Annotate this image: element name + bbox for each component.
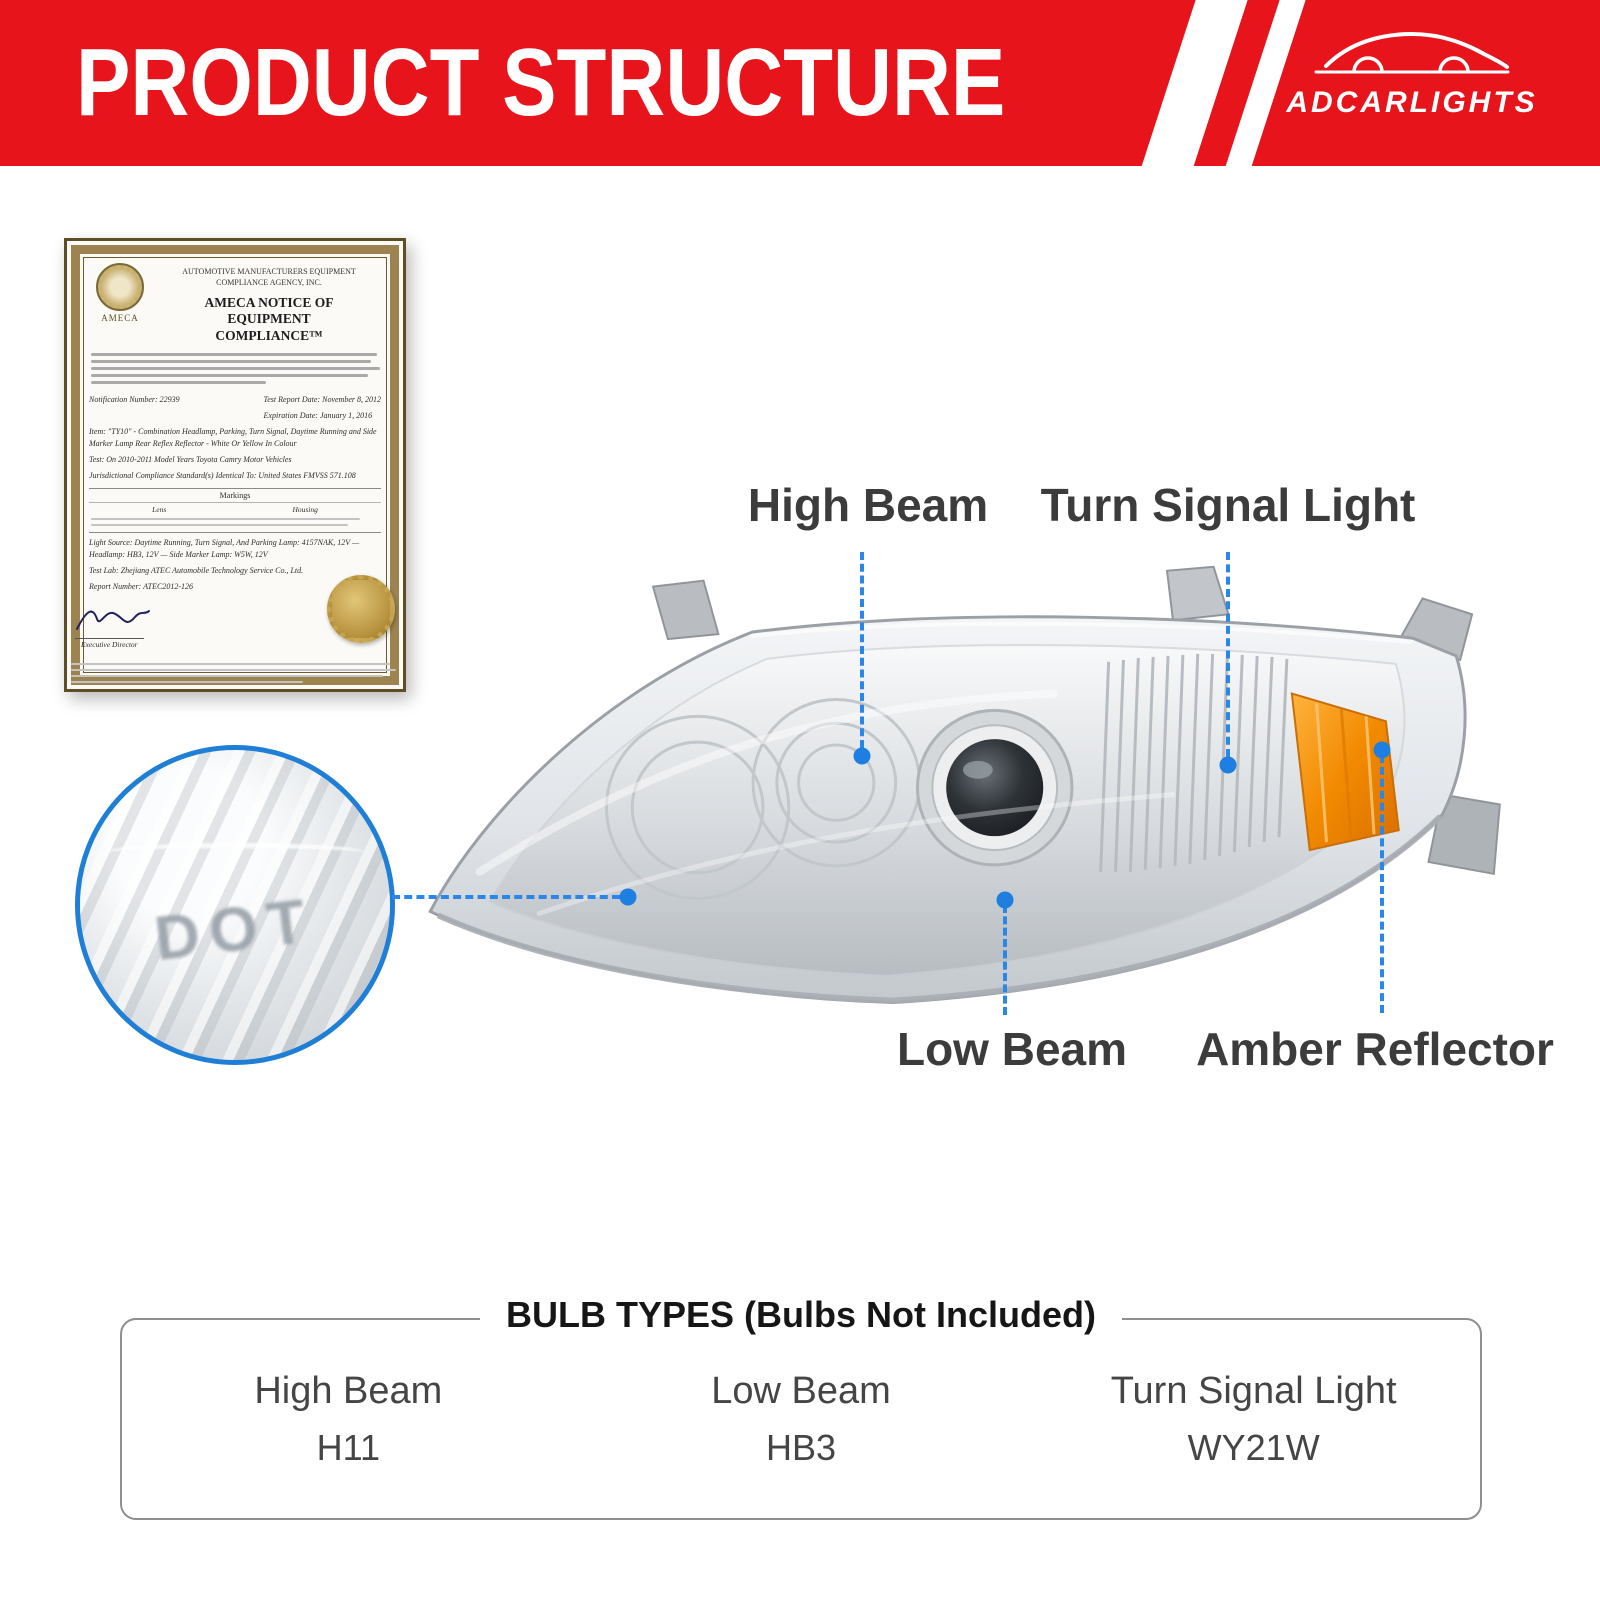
signature bbox=[76, 610, 150, 630]
certificate-test-lab: Test Lab: Zhejiang ATEC Automobile Techn… bbox=[89, 566, 304, 576]
car-logo-icon bbox=[1314, 31, 1510, 74]
zoom-leader-line bbox=[392, 895, 620, 899]
bulb-types-table: BULB TYPES (Bulbs Not Included) High Bea… bbox=[120, 1294, 1482, 1520]
callout-amber-reflector: Amber Reflector bbox=[1196, 1023, 1554, 1075]
low-beam-leader-line bbox=[1003, 905, 1007, 1015]
turn-signal-striations bbox=[1099, 653, 1289, 872]
certificate-item: Item: "TY10" - Combination Headlamp, Par… bbox=[89, 427, 377, 449]
callout-high-beam: High Beam bbox=[747, 479, 989, 531]
amber-reflector-leader-line bbox=[1380, 755, 1384, 1013]
callout-turn-signal: Turn Signal Light bbox=[1040, 479, 1416, 531]
headlight-image bbox=[428, 565, 1501, 1005]
bulb-col-low-beam: Low Beam HB3 bbox=[575, 1370, 1028, 1469]
low-beam-dot bbox=[996, 891, 1014, 909]
certificate-fields: Notification Number: 22939 Test Report D… bbox=[89, 390, 381, 422]
bulb-col-high-beam: High Beam H11 bbox=[122, 1370, 575, 1469]
markings-lens: Lens bbox=[152, 505, 167, 515]
bulb-value: H11 bbox=[316, 1426, 381, 1468]
zoom-leader-dot bbox=[619, 888, 637, 906]
markings-header: Markings bbox=[219, 491, 251, 501]
certificate-title: AMECA NOTICE OF EQUIPMENT COMPLIANCE™ bbox=[204, 294, 334, 344]
markings-housing: Housing bbox=[292, 505, 318, 515]
compliance-certificate: AMECA AUTOMOTIVE MANUFACTURERS EQUIPMENT… bbox=[64, 238, 406, 692]
lens-highlights bbox=[475, 621, 1413, 916]
turn-signal-dot bbox=[1219, 756, 1237, 774]
signature-title: Executive Director bbox=[75, 638, 144, 649]
lens-bottom-trim bbox=[436, 814, 1443, 1004]
high-beam-reflector bbox=[604, 698, 921, 901]
certificate-report-date: Test Report Date: November 8, 2012 bbox=[263, 395, 381, 405]
page-title: PRODUCT STRUCTURE bbox=[76, 29, 1006, 136]
header-band: PRODUCT STRUCTURE ADCARLIGHTS bbox=[0, 0, 1600, 185]
certificate-footnote bbox=[69, 659, 401, 687]
amber-reflector-dot bbox=[1373, 741, 1391, 759]
bulb-table-title: BULB TYPES (Bulbs Not Included) bbox=[480, 1294, 1122, 1336]
certificate-report-number: Report Number: ATEC2012-126 bbox=[89, 582, 193, 592]
certificate-test: Test: On 2010-2011 Model Years Toyota Ca… bbox=[89, 455, 292, 465]
ameca-logo-text: AMECA bbox=[101, 313, 139, 323]
bulb-value: HB3 bbox=[765, 1426, 837, 1468]
projector-lens bbox=[915, 708, 1074, 867]
certificate-paragraph bbox=[89, 353, 381, 385]
zoom-inset-highlight bbox=[104, 843, 366, 862]
bulb-col-turn-signal: Turn Signal Light WY21W bbox=[1027, 1370, 1480, 1469]
turn-signal-leader-line bbox=[1226, 552, 1230, 757]
bulb-value: WY21W bbox=[1187, 1426, 1320, 1468]
brand-logo: ADCARLIGHTS bbox=[1272, 26, 1552, 120]
bulb-label: Turn Signal Light bbox=[1110, 1369, 1397, 1412]
zoom-inset-streaks bbox=[80, 750, 390, 1060]
amber-reflector-shape bbox=[1290, 692, 1400, 852]
ameca-emblem-icon bbox=[96, 263, 144, 311]
high-beam-leader-line bbox=[860, 552, 864, 748]
brand-name: ADCARLIGHTS bbox=[1286, 86, 1538, 119]
certificate-light-source: Light Source: Daytime Running, Turn Sign… bbox=[89, 538, 360, 560]
high-beam-dot bbox=[853, 747, 871, 765]
certificate-agency: AUTOMOTIVE MANUFACTURERS EQUIPMENT COMPL… bbox=[182, 267, 356, 287]
certificate-markings-table: Markings Lens Housing bbox=[89, 488, 381, 534]
certificate-expiration-date: Expiration Date: January 1, 2016 bbox=[263, 411, 373, 421]
bulb-label: Low Beam bbox=[711, 1369, 891, 1412]
mounting-tabs bbox=[651, 565, 1501, 875]
zoom-inset-circle: DOT bbox=[75, 745, 395, 1065]
callout-low-beam: Low Beam bbox=[896, 1023, 1128, 1075]
ameca-logo: AMECA bbox=[89, 263, 151, 345]
bulb-label: High Beam bbox=[254, 1369, 443, 1412]
certificate-compliance: Jurisdictional Compliance Standard(s) Id… bbox=[89, 471, 356, 481]
gold-seal-icon bbox=[327, 575, 395, 643]
certificate-notification-number: Notification Number: 22939 bbox=[89, 395, 180, 405]
